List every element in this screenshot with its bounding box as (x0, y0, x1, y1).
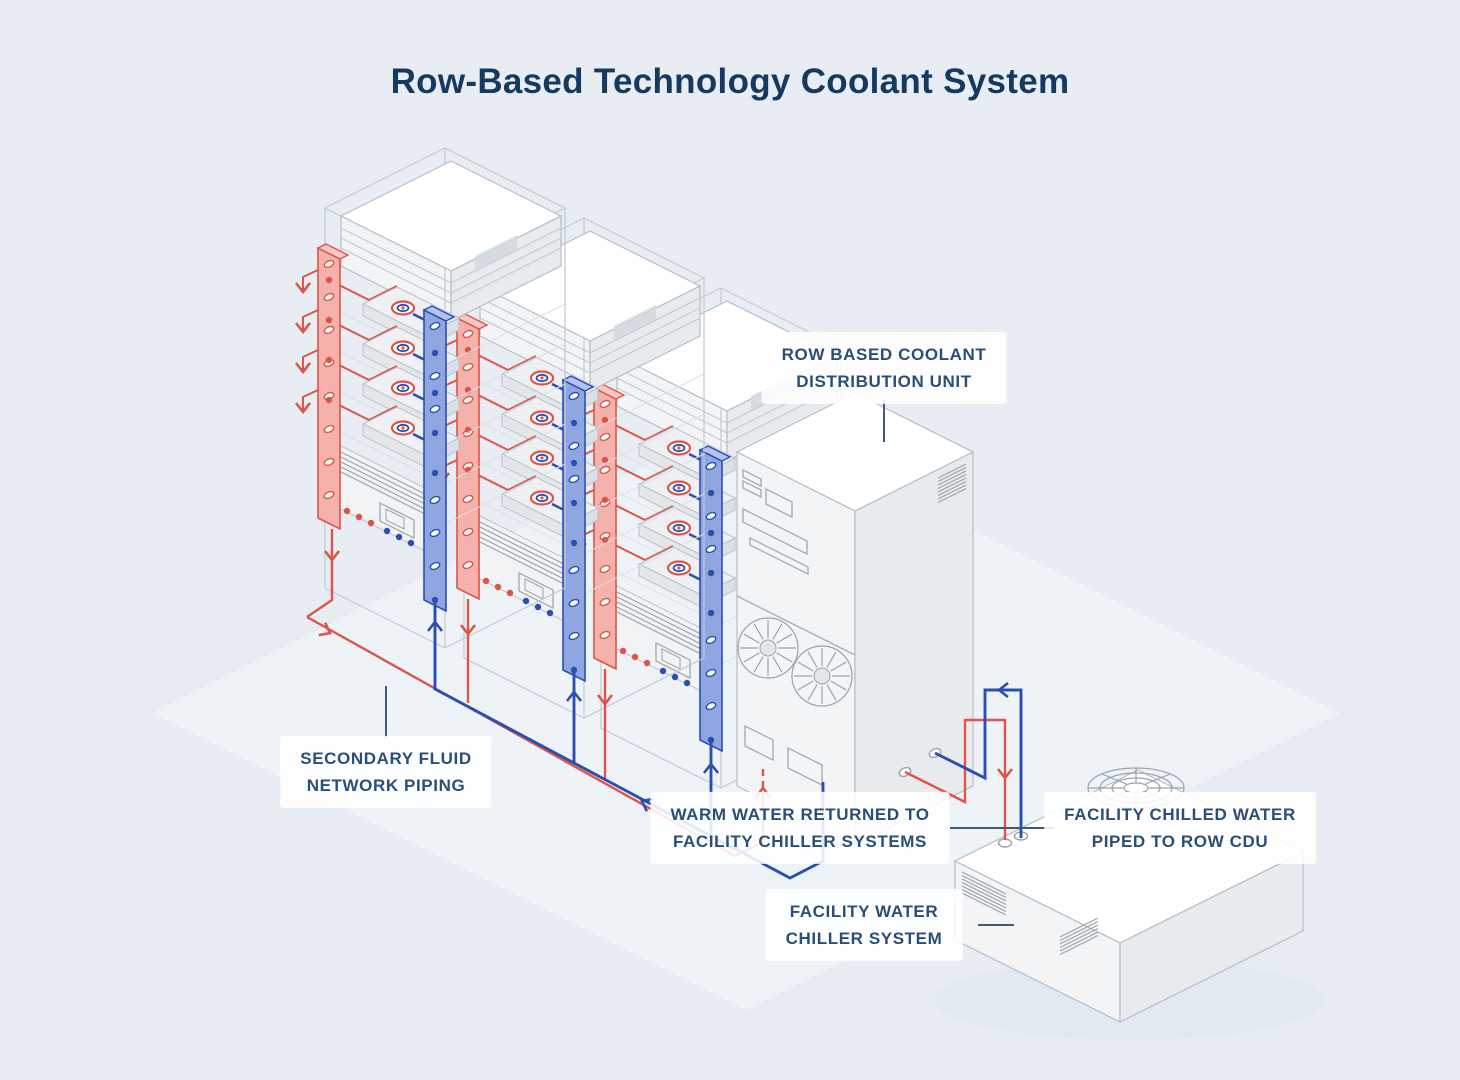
cdu-vents (937, 463, 967, 504)
cdu-fan-2 (791, 645, 853, 707)
label-secondary-piping: SECONDARY FLUID NETWORK PIPING (280, 735, 492, 809)
cdu-label-connector (883, 400, 885, 442)
label-warm-return: WARM WATER RETURNED TO FACILITY CHILLER … (650, 791, 950, 865)
label-line: ROW BASED COOLANT (781, 344, 987, 364)
cdu-fan-1 (737, 617, 799, 679)
label-line: FACILITY CHILLED WATER (1064, 804, 1296, 824)
label-line: WARM WATER RETURNED TO (670, 804, 930, 824)
page-title: Row-Based Technology Coolant System (390, 62, 1070, 101)
chilled-label-connector (950, 827, 1054, 829)
label-line: FACILITY WATER (789, 901, 939, 921)
label-chiller-system: FACILITY WATER CHILLER SYSTEM (765, 888, 963, 962)
cdu-unit (735, 392, 975, 846)
label-row-cdu: ROW BASED COOLANT DISTRIBUTION UNIT (761, 331, 1007, 405)
label-line: CHILLER SYSTEM (785, 929, 943, 948)
label-line: FACILITY CHILLER SYSTEMS (673, 832, 927, 851)
secondary-label-connector (385, 686, 387, 738)
label-chilled-supply: FACILITY CHILLED WATER PIPED TO ROW CDU (1044, 791, 1316, 865)
label-line: DISTRIBUTION UNIT (796, 372, 972, 391)
label-line: PIPED TO ROW CDU (1091, 832, 1269, 851)
label-line: NETWORK PIPING (306, 776, 466, 795)
chiller-vents (961, 871, 1099, 956)
label-line: SECONDARY FLUID (300, 748, 472, 768)
chiller-label-connector (978, 924, 1014, 926)
